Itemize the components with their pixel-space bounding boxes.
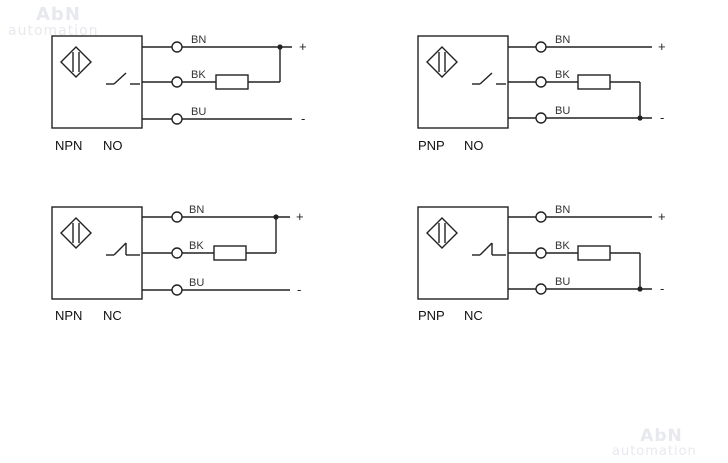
wire-bn: BN bbox=[142, 34, 292, 53]
wire-bk: BK bbox=[142, 44, 283, 90]
wire-bn: BN bbox=[142, 204, 290, 223]
contact-type: NC bbox=[103, 308, 122, 323]
wire-label: BK bbox=[189, 240, 204, 252]
load-resistor bbox=[215, 74, 249, 90]
minus-terminal: - bbox=[297, 282, 301, 297]
wire-label: BN bbox=[555, 204, 570, 216]
wire-label: BK bbox=[555, 69, 570, 81]
load-resistor bbox=[577, 245, 611, 261]
wire-bu: BU bbox=[508, 105, 652, 124]
watermark-sub: automation bbox=[612, 444, 697, 459]
switch-no-icon bbox=[106, 72, 140, 85]
wire-label: BN bbox=[555, 34, 570, 46]
wire-bk: BK bbox=[142, 214, 279, 261]
wire-label: BK bbox=[555, 240, 570, 252]
plus-terminal: + bbox=[658, 209, 666, 224]
watermark-logo-top: AbN automation bbox=[8, 4, 99, 39]
sensor-symbol-icon bbox=[60, 217, 92, 249]
wire-label: BU bbox=[555, 276, 570, 288]
panel-pnp-no: BN BK BU + - PNP NO bbox=[417, 34, 666, 153]
contact-type: NO bbox=[464, 138, 484, 153]
sensor-body bbox=[417, 206, 509, 300]
sensor-body bbox=[417, 35, 509, 129]
transistor-type: NPN bbox=[55, 138, 82, 153]
sensor-symbol-icon bbox=[426, 46, 458, 78]
wire-label: BK bbox=[191, 69, 206, 81]
switch-nc-icon bbox=[472, 242, 506, 256]
wire-label: BN bbox=[191, 34, 206, 46]
watermark-sub: automation bbox=[8, 23, 99, 39]
wire-bu: BU bbox=[508, 276, 652, 295]
wire-label: BU bbox=[189, 277, 204, 289]
wire-label: BU bbox=[555, 105, 570, 117]
minus-terminal: - bbox=[301, 111, 305, 126]
wire-bu: BU bbox=[142, 277, 290, 296]
panel-pnp-nc: BN BK BU + - PNP NC bbox=[417, 204, 666, 323]
plus-terminal: + bbox=[658, 39, 666, 54]
load-resistor bbox=[213, 245, 247, 261]
wire-label: BU bbox=[191, 106, 206, 118]
sensor-symbol-icon bbox=[60, 46, 92, 78]
watermark-logo-bottom: AbN automation bbox=[612, 426, 697, 459]
sensor-body bbox=[51, 35, 143, 129]
minus-terminal: - bbox=[660, 281, 664, 296]
switch-no-icon bbox=[472, 72, 506, 85]
wire-bn: BN bbox=[508, 34, 652, 53]
wire-bu: BU bbox=[142, 106, 292, 125]
contact-type: NO bbox=[103, 138, 123, 153]
sensor-symbol-icon bbox=[426, 217, 458, 249]
contact-type: NC bbox=[464, 308, 483, 323]
panel-npn-nc: BN BK BU + - NPN NC bbox=[51, 204, 304, 323]
transistor-type: NPN bbox=[55, 308, 82, 323]
switch-nc-icon bbox=[106, 242, 140, 256]
watermark-brand: AbN bbox=[36, 4, 81, 25]
minus-terminal: - bbox=[660, 110, 664, 125]
wire-label: BN bbox=[189, 204, 204, 216]
plus-terminal: + bbox=[296, 209, 304, 224]
panel-npn-no: BN BK BU + - NPN NO bbox=[51, 34, 307, 153]
wire-bk: BK bbox=[508, 240, 643, 292]
transistor-type: PNP bbox=[418, 138, 445, 153]
wire-bk: BK bbox=[508, 69, 643, 121]
wire-bn: BN bbox=[508, 204, 652, 223]
load-resistor bbox=[577, 74, 611, 90]
sensor-body bbox=[51, 206, 143, 300]
watermark-brand: AbN bbox=[640, 426, 683, 446]
transistor-type: PNP bbox=[418, 308, 445, 323]
plus-terminal: + bbox=[299, 39, 307, 54]
